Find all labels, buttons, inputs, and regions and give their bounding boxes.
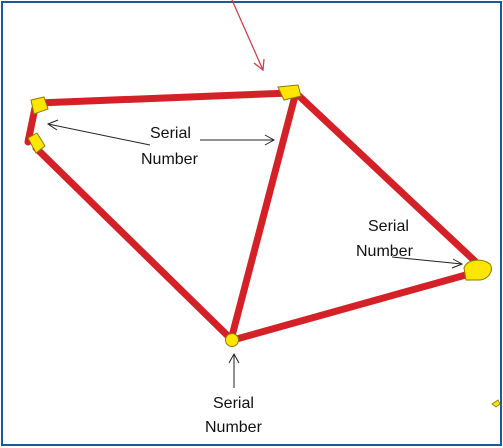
serial-label-left-line2: Number <box>141 151 199 168</box>
serial-label-bottom-line2: Number <box>205 419 263 436</box>
frame-joints <box>27 84 492 347</box>
joint-top-left <box>30 96 49 115</box>
joint-top-right <box>277 84 302 101</box>
head-to-bb-tube <box>228 92 299 340</box>
leader-left <box>47 123 151 146</box>
partial-joint-fragment <box>491 399 501 408</box>
pointer-arrow <box>231 0 265 72</box>
leader-lines <box>46 119 464 388</box>
joint-left-lower <box>27 132 46 154</box>
bicycle-frame <box>24 89 484 344</box>
serial-label-bottom-line1: Serial <box>213 395 254 412</box>
serial-label-right-line2: Number <box>356 243 414 260</box>
diagonal-right-tube <box>293 90 482 268</box>
bottom-right-tube <box>229 267 484 344</box>
serial-label-right-line1: Serial <box>368 218 409 235</box>
joint-bottom <box>225 333 239 347</box>
joint-right <box>463 259 492 281</box>
leader-right <box>391 256 463 265</box>
down-tube <box>32 144 234 342</box>
serial-label-left-line1: Serial <box>150 125 191 142</box>
top-tube <box>34 89 294 107</box>
